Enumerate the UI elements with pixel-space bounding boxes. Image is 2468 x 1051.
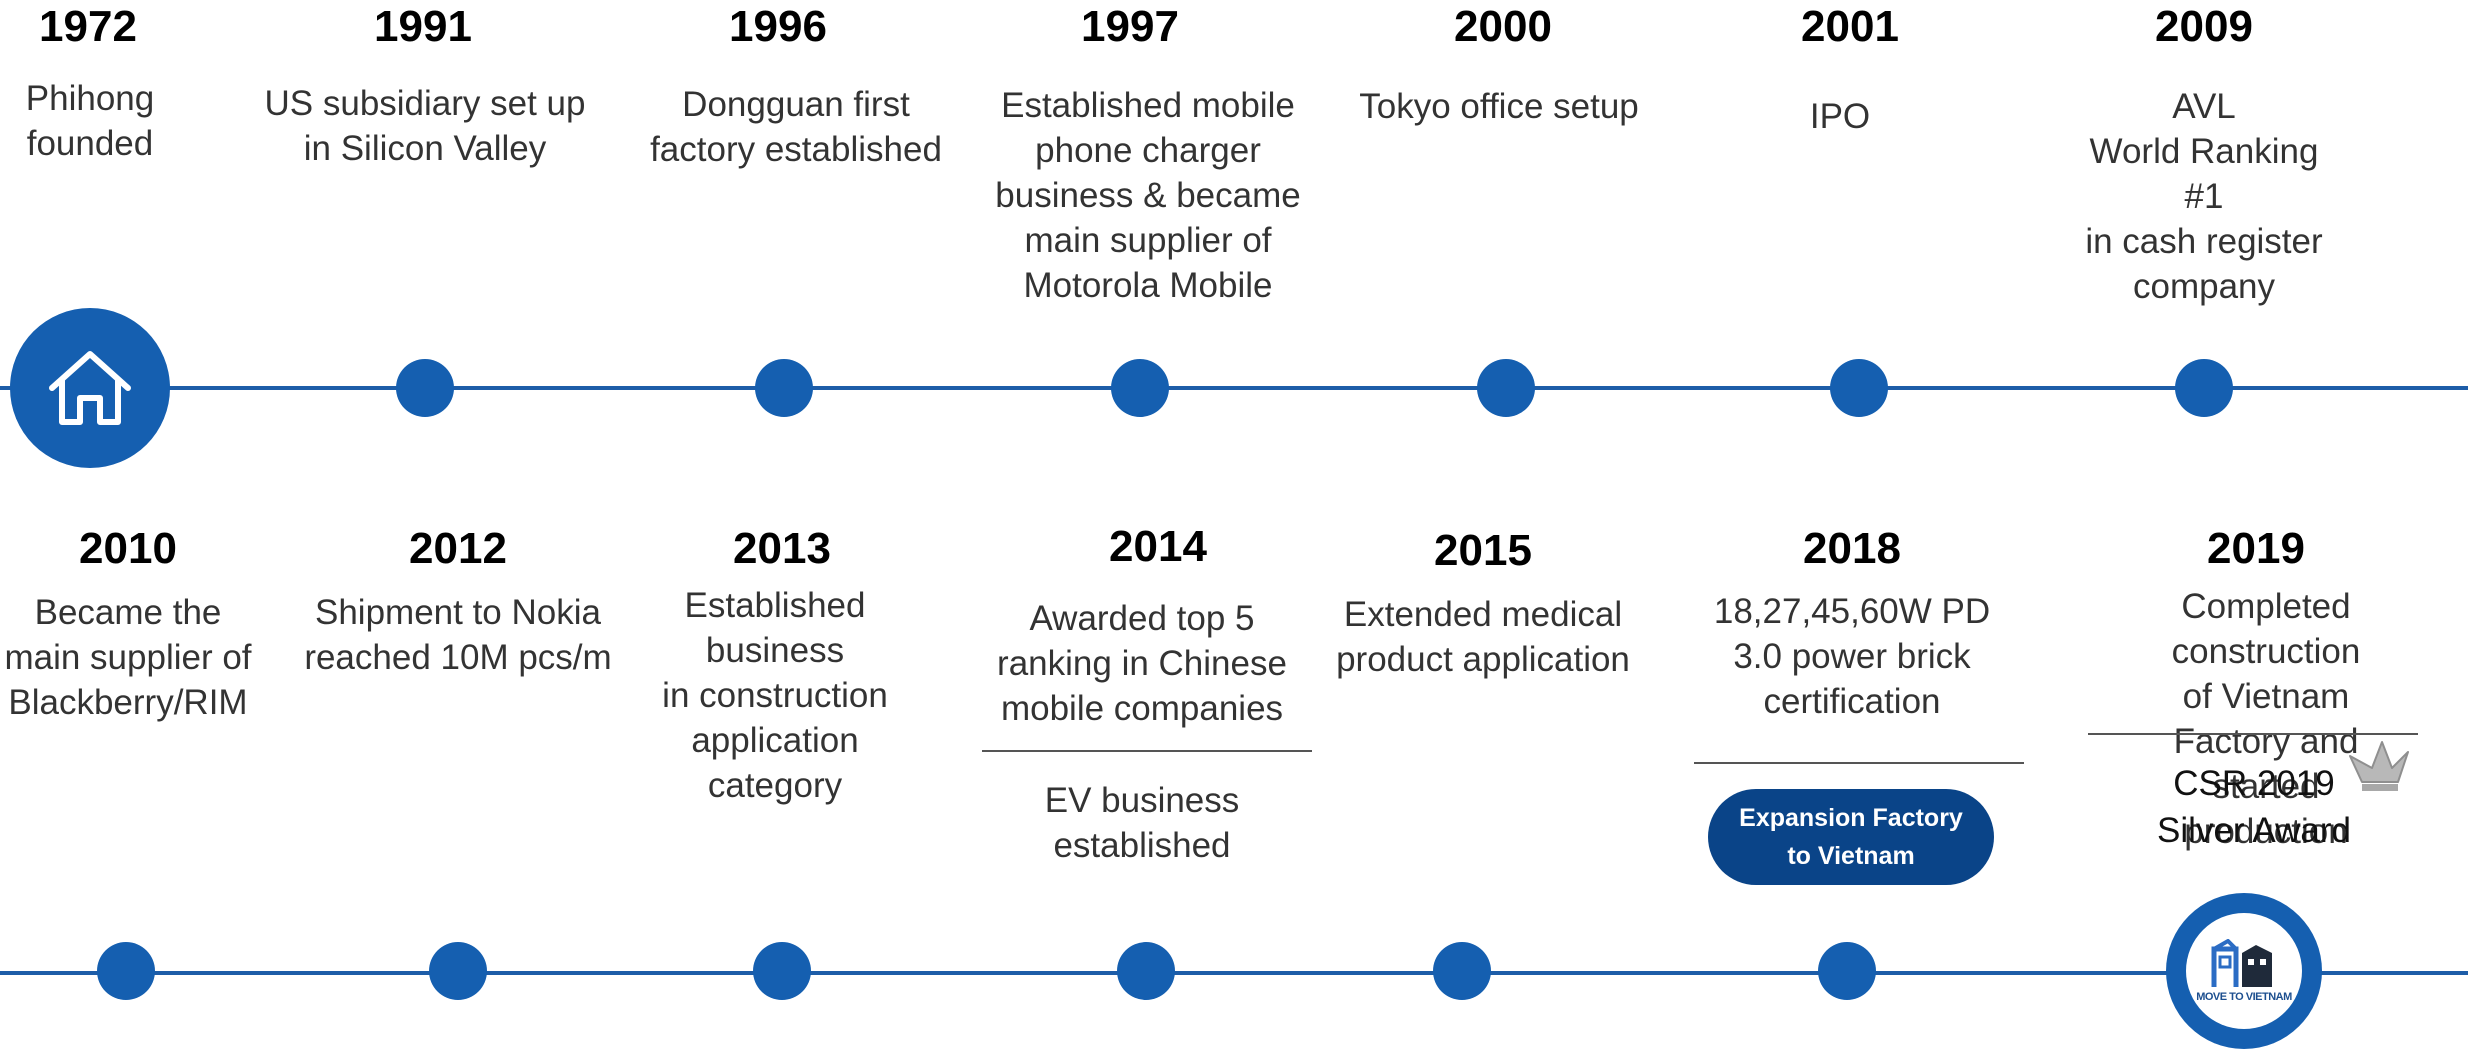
badge-label-line1: Expansion Factory — [1739, 804, 1963, 832]
timeline-dot — [2175, 359, 2233, 417]
milestone-year: 1972 — [39, 2, 137, 51]
timeline-dot — [429, 942, 487, 1000]
expansion-factory-badge: Expansion Factory to Vietnam — [1708, 789, 1994, 885]
milestone-year: 2001 — [1801, 2, 1899, 51]
move-to-vietnam-logo: MOVE TO VIETNAM — [2186, 913, 2302, 1029]
milestone-description: Awarded top 5 ranking in Chinese mobile … — [997, 599, 1287, 728]
milestone-description: Extended medical product application — [1336, 595, 1630, 679]
award-text: CSR 2019 Silver Award — [2157, 764, 2351, 850]
milestone-year: 2018 — [1803, 524, 1901, 573]
timeline-dot — [97, 942, 155, 1000]
milestone-description: Established mobile phone charger busines… — [995, 86, 1301, 305]
milestone-description: AVL World Ranking #1 in cash register co… — [2085, 87, 2323, 306]
milestone-year: 1991 — [374, 2, 472, 51]
timeline-dot — [1477, 359, 1535, 417]
milestone-year: 2015 — [1434, 526, 1532, 575]
milestone-year: 2012 — [409, 524, 507, 573]
milestone-year: 2000 — [1454, 2, 1552, 51]
milestone-year: 1996 — [729, 2, 827, 51]
milestone-description: IPO — [1809, 97, 1871, 136]
timeline-dot — [1818, 942, 1876, 1000]
top-timeline-line — [0, 386, 2468, 390]
milestone-description: Tokyo office setup — [1359, 87, 1639, 126]
milestone-description: Shipment to Nokia reached 10M pcs/m — [304, 593, 612, 677]
milestone-year: 1997 — [1081, 2, 1179, 51]
milestone-description: Phihong founded — [25, 79, 155, 163]
timeline-dot — [753, 942, 811, 1000]
timeline-dot — [1117, 942, 1175, 1000]
factory-icon — [2211, 939, 2272, 987]
milestone-year: 2013 — [733, 524, 831, 573]
crown-icon — [2349, 741, 2409, 791]
milestone-description: Became the main supplier of Blackberry/R… — [4, 593, 252, 722]
timeline-dot — [1433, 942, 1491, 1000]
timeline-dot — [755, 359, 813, 417]
milestone-year: 2019 — [2207, 524, 2305, 573]
milestone-year: 2014 — [1109, 522, 1207, 571]
milestone-extra-description: EV business established — [1044, 781, 1240, 865]
home-icon — [49, 351, 131, 425]
milestone-description: Established business in construction app… — [662, 586, 888, 805]
divider-line — [982, 750, 1312, 752]
milestone-year: 2010 — [79, 524, 177, 573]
start-milestone-marker — [10, 308, 170, 468]
divider-line — [2088, 733, 2418, 735]
move-to-vietnam-marker: MOVE TO VIETNAM — [2166, 893, 2322, 1049]
logo-text: MOVE TO VIETNAM — [2196, 991, 2292, 1003]
milestone-description: US subsidiary set up in Silicon Valley — [264, 84, 586, 168]
milestone-description: Completed construction of Vietnam Factor… — [2171, 587, 2361, 851]
divider-line — [1694, 762, 2024, 764]
timeline-dot — [1111, 359, 1169, 417]
milestone-description: Dongguan first factory established — [650, 85, 942, 169]
timeline-dot — [396, 359, 454, 417]
timeline-dot — [1830, 359, 1888, 417]
badge-label-line2: to Vietnam — [1787, 842, 1915, 870]
milestone-description: 18,27,45,60W PD 3.0 power brick certific… — [1713, 592, 1991, 721]
milestone-year: 2009 — [2155, 2, 2253, 51]
bottom-timeline-line — [0, 971, 2468, 975]
